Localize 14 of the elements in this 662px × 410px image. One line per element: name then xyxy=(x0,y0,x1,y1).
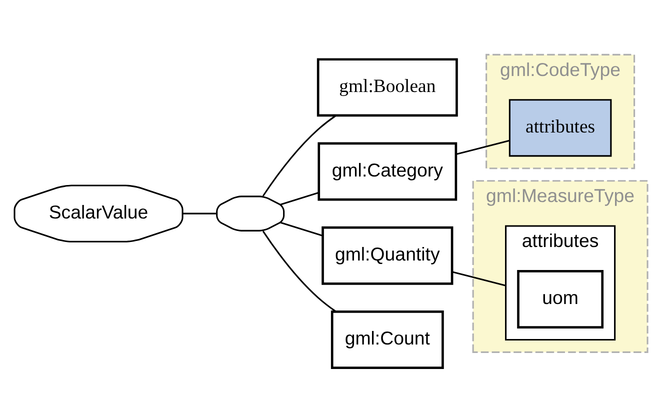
connector xyxy=(262,230,336,312)
connector xyxy=(182,212,217,214)
connector xyxy=(452,271,506,286)
node-box: gml:Count xyxy=(330,310,444,369)
connector xyxy=(280,222,323,237)
node-box: gml:Category xyxy=(318,142,458,201)
node-octagon xyxy=(216,196,285,232)
connector xyxy=(262,115,336,196)
connector xyxy=(280,192,319,206)
node-box: gml:Quantity xyxy=(322,226,454,285)
node-box: uom xyxy=(517,270,604,328)
connector xyxy=(456,140,510,156)
node-box: attributes xyxy=(508,99,612,157)
node-box: gml:Boolean xyxy=(316,58,458,117)
